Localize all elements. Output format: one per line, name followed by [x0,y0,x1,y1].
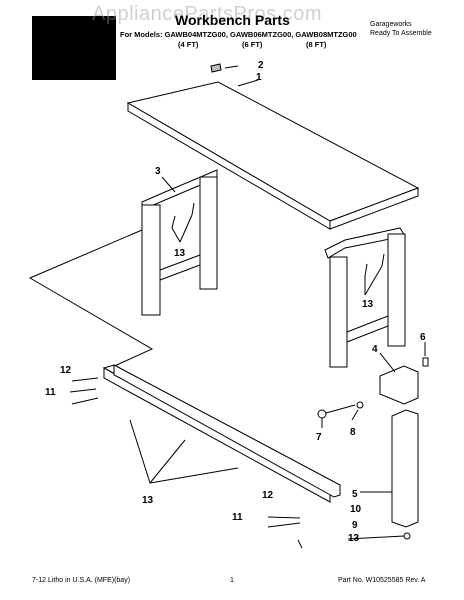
callout-9: 9 [352,520,358,531]
brand-name: Garageworks [370,21,412,28]
leg-screws [171,202,385,277]
footer-litho: 7-12 Litho in U.S.A. (MFE)(bay) [32,577,131,584]
callout-13-bottom: 13 [142,495,154,506]
callout-13-left: 13 [174,248,186,259]
callout-11-left: 11 [45,387,56,398]
callout-8: 8 [350,427,356,438]
leader-lines [129,65,426,540]
brand-subtitle: Ready To Assemble [370,30,432,37]
callout-13-bottom-right: 13 [348,533,360,544]
callout-12-left: 12 [60,365,72,376]
callout-2: 2 [258,60,264,71]
workbench-top [126,81,420,230]
size-4ft: (4 FT) [178,40,199,49]
logo-block [32,16,116,80]
callout-12-right: 12 [262,490,274,501]
bolt-long [317,401,364,419]
page-title: Workbench Parts [175,12,290,28]
brand-label: Garageworks Ready To Assemble [370,20,432,38]
callout-5: 5 [352,489,358,500]
support-beam [102,364,341,503]
model-numbers: For Models: GAWB04MTZG00, GAWB06MTZG00, … [120,30,357,39]
right-leg-frame [324,227,406,368]
footer-page-number: 1 [230,577,234,584]
callout-11-right: 11 [232,512,243,523]
callout-4: 4 [372,344,378,355]
vertical-post [391,409,419,528]
callout-6: 6 [420,332,426,343]
size-6ft: (6 FT) [242,40,263,49]
bottom-fasteners [69,377,411,549]
callout-1: 1 [256,72,262,83]
watermark: AppliancePartsPros.com [92,3,322,25]
callout-13-right: 13 [362,299,374,310]
bracket-part [379,365,419,405]
clip-part [210,63,222,73]
left-leg-frame [141,169,218,316]
bolt-part [422,357,429,367]
assembly-outline [28,229,154,369]
callout-10: 10 [350,504,362,515]
callout-7: 7 [316,432,322,443]
callout-3: 3 [155,166,161,177]
size-8ft: (8 FT) [306,40,327,49]
footer-part-number: Part No. W10525585 Rev. A [338,577,426,584]
callout-labels: 2 1 3 13 13 4 6 7 8 12 11 13 12 10 11 5 … [45,60,426,544]
